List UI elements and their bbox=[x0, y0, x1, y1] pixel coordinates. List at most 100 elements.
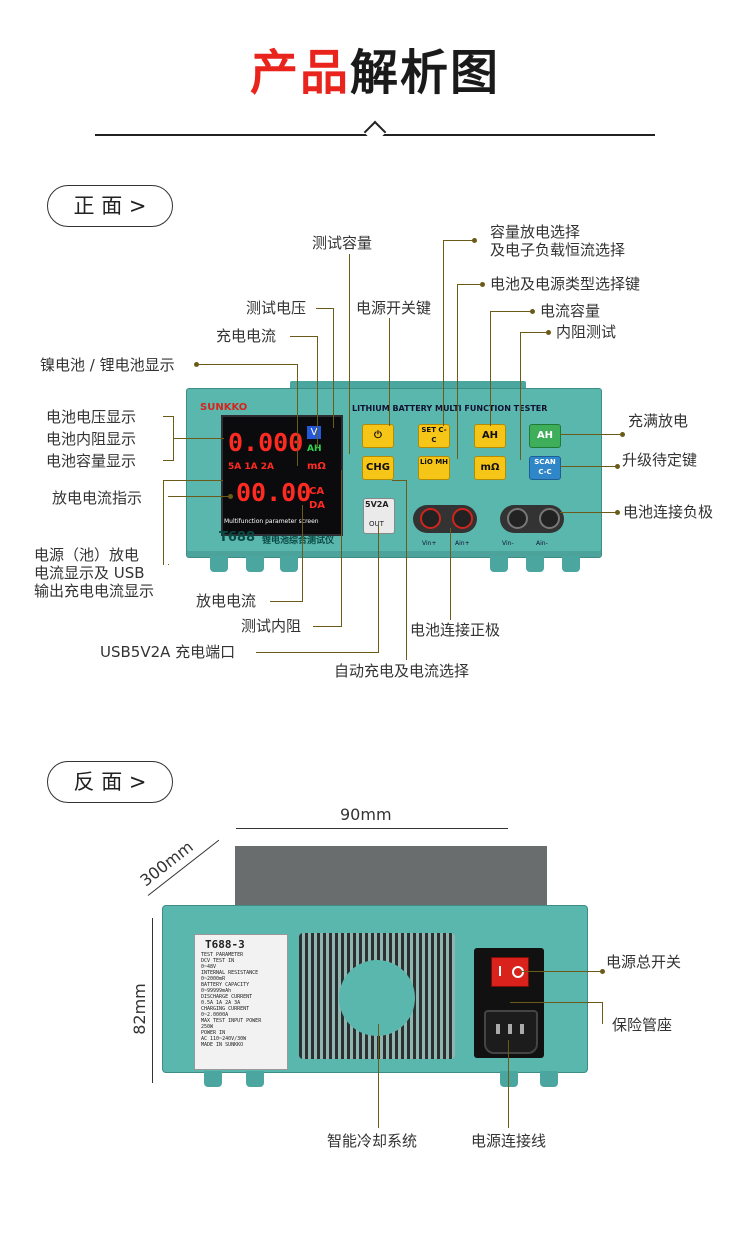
leader-dot bbox=[546, 330, 551, 335]
leader-line bbox=[520, 971, 602, 972]
leader-line bbox=[443, 240, 444, 426]
positive-jack-v[interactable] bbox=[420, 508, 441, 529]
plate-line: AC 110~240V/30W bbox=[201, 1036, 247, 1042]
annotation-test-resistance: 测试内阻 bbox=[241, 617, 302, 635]
power-button[interactable]: ⏻ bbox=[362, 424, 394, 448]
brand-logo: SUNKKO bbox=[200, 402, 248, 413]
plate-line: DCV TEST IN bbox=[201, 958, 235, 964]
device-top-cover bbox=[235, 846, 547, 908]
dimension-width: 90mm bbox=[340, 805, 392, 824]
leader-line bbox=[406, 480, 407, 660]
annotation-main-switch: 电源总开关 bbox=[606, 953, 682, 971]
leader-line bbox=[256, 652, 378, 653]
annotation-upgrade-standby: 升级待定键 bbox=[622, 451, 698, 469]
power-switch[interactable] bbox=[491, 957, 529, 987]
negative-jack-v[interactable] bbox=[507, 508, 528, 529]
leader-line bbox=[302, 505, 303, 602]
leader-line bbox=[270, 601, 302, 602]
leader-dot bbox=[530, 309, 535, 314]
leader-line bbox=[163, 480, 164, 565]
annotation-voltage-display: 电池电压显示 bbox=[46, 408, 137, 426]
leader-line bbox=[520, 332, 521, 460]
jack-label: Ain+ bbox=[455, 540, 470, 547]
annotation-cooling: 智能冷却系统 bbox=[327, 1132, 418, 1150]
annotation-auto-charge: 自动充电及电流选择 bbox=[334, 662, 470, 680]
positive-jack-a[interactable] bbox=[452, 508, 473, 529]
usb-out-label: OUT bbox=[369, 520, 384, 528]
annotation-capacity-discharge-1: 容量放电选择 bbox=[490, 223, 581, 241]
inlet-pin-icon bbox=[520, 1024, 524, 1034]
plate-line: POWER IN bbox=[201, 1030, 226, 1036]
front-tab[interactable]: 正 面 > bbox=[47, 185, 173, 227]
battery-type-button[interactable]: LiO MH bbox=[418, 456, 450, 480]
leader-line bbox=[602, 1002, 603, 1024]
annotation-test-voltage: 测试电压 bbox=[246, 299, 307, 317]
device-foot bbox=[540, 1071, 558, 1087]
unit-v-badge: V bbox=[307, 426, 321, 439]
device-foot bbox=[210, 556, 228, 572]
leader-line bbox=[173, 416, 174, 461]
resistance-button[interactable]: mΩ bbox=[474, 456, 506, 480]
leader-dot bbox=[194, 362, 199, 367]
plate-line: CHARGING CURRENT bbox=[201, 1006, 250, 1012]
jack-label: Ain- bbox=[536, 540, 548, 547]
scan-cc-button[interactable]: SCAN C-C bbox=[529, 456, 561, 480]
leader-line bbox=[378, 525, 379, 653]
annotation-capacity-discharge-2: 及电子负载恒流选择 bbox=[490, 241, 626, 259]
title-part2: 解析图 bbox=[350, 45, 501, 101]
title-part1: 产品 bbox=[249, 45, 350, 101]
unit-ca: CA bbox=[309, 486, 325, 497]
leader-line bbox=[560, 466, 618, 467]
annotation-power-discharge-3: 输出充电电流显示 bbox=[34, 582, 155, 600]
device-foot bbox=[562, 556, 580, 572]
set-cc-button[interactable]: SET C-C bbox=[418, 424, 450, 448]
switch-on-mark-icon bbox=[499, 966, 501, 976]
plate-line: DISCHARGE CURRENT bbox=[201, 994, 253, 1000]
unit-da: DA bbox=[309, 500, 326, 511]
annotation-power-discharge-1: 电源（池）放电 bbox=[34, 546, 140, 564]
back-tab[interactable]: 反 面 > bbox=[47, 761, 173, 803]
leader-line bbox=[389, 318, 390, 426]
usb-port[interactable] bbox=[363, 498, 395, 534]
plate-model: T688-3 bbox=[205, 938, 245, 951]
annotation-battery-negative: 电池连接负极 bbox=[623, 503, 714, 521]
leader-line bbox=[520, 332, 546, 333]
plate-line: MAX TEST INPUT POWER bbox=[201, 1018, 262, 1024]
device-foot bbox=[204, 1071, 222, 1087]
leader-line bbox=[168, 496, 228, 497]
leader-line bbox=[313, 626, 341, 627]
negative-jack-a[interactable] bbox=[539, 508, 560, 529]
leader-line bbox=[316, 308, 333, 309]
leader-line bbox=[168, 564, 169, 565]
plate-line: 250W bbox=[201, 1024, 214, 1030]
leader-line bbox=[490, 311, 491, 426]
annotation-capacity-display: 电池容量显示 bbox=[46, 452, 137, 470]
fan-hub-icon bbox=[339, 960, 415, 1036]
leader-line bbox=[560, 434, 620, 435]
full-discharge-button[interactable]: AH bbox=[529, 424, 561, 448]
screen-caption: Multifunction parameter screen bbox=[224, 518, 319, 525]
annotation-discharge-indicator: 放电电流指示 bbox=[52, 489, 143, 507]
annotation-current-capacity: 电流容量 bbox=[540, 302, 601, 320]
device-foot bbox=[526, 556, 544, 572]
ah-button[interactable]: AH bbox=[474, 424, 506, 448]
display-voltage: 0.000 bbox=[228, 428, 304, 457]
power-inlet[interactable] bbox=[484, 1010, 538, 1054]
rating-plate: T688-3 TEST PARAMETER DCV TEST IN 0~48V … bbox=[194, 934, 288, 1070]
leader-line bbox=[457, 284, 481, 285]
annotation-fuse: 保险管座 bbox=[612, 1016, 673, 1034]
display-current: 00.00 bbox=[236, 478, 312, 507]
device-foot bbox=[490, 556, 508, 572]
divider-notch-icon bbox=[363, 120, 387, 144]
leader-dot bbox=[480, 282, 485, 287]
leader-dot bbox=[620, 432, 625, 437]
chg-button[interactable]: CHG bbox=[362, 456, 394, 480]
annotation-type-select: 电池及电源类型选择键 bbox=[490, 275, 641, 293]
leader-line bbox=[457, 284, 458, 459]
jack-label: Vin+ bbox=[422, 540, 437, 547]
dimension-line bbox=[236, 828, 508, 829]
plate-line: 0.5A 1A 2A 3A bbox=[201, 1000, 241, 1006]
model-number: T688 bbox=[219, 530, 256, 545]
annotation-charge-current: 充电电流 bbox=[216, 327, 277, 345]
leader-line bbox=[341, 470, 342, 627]
